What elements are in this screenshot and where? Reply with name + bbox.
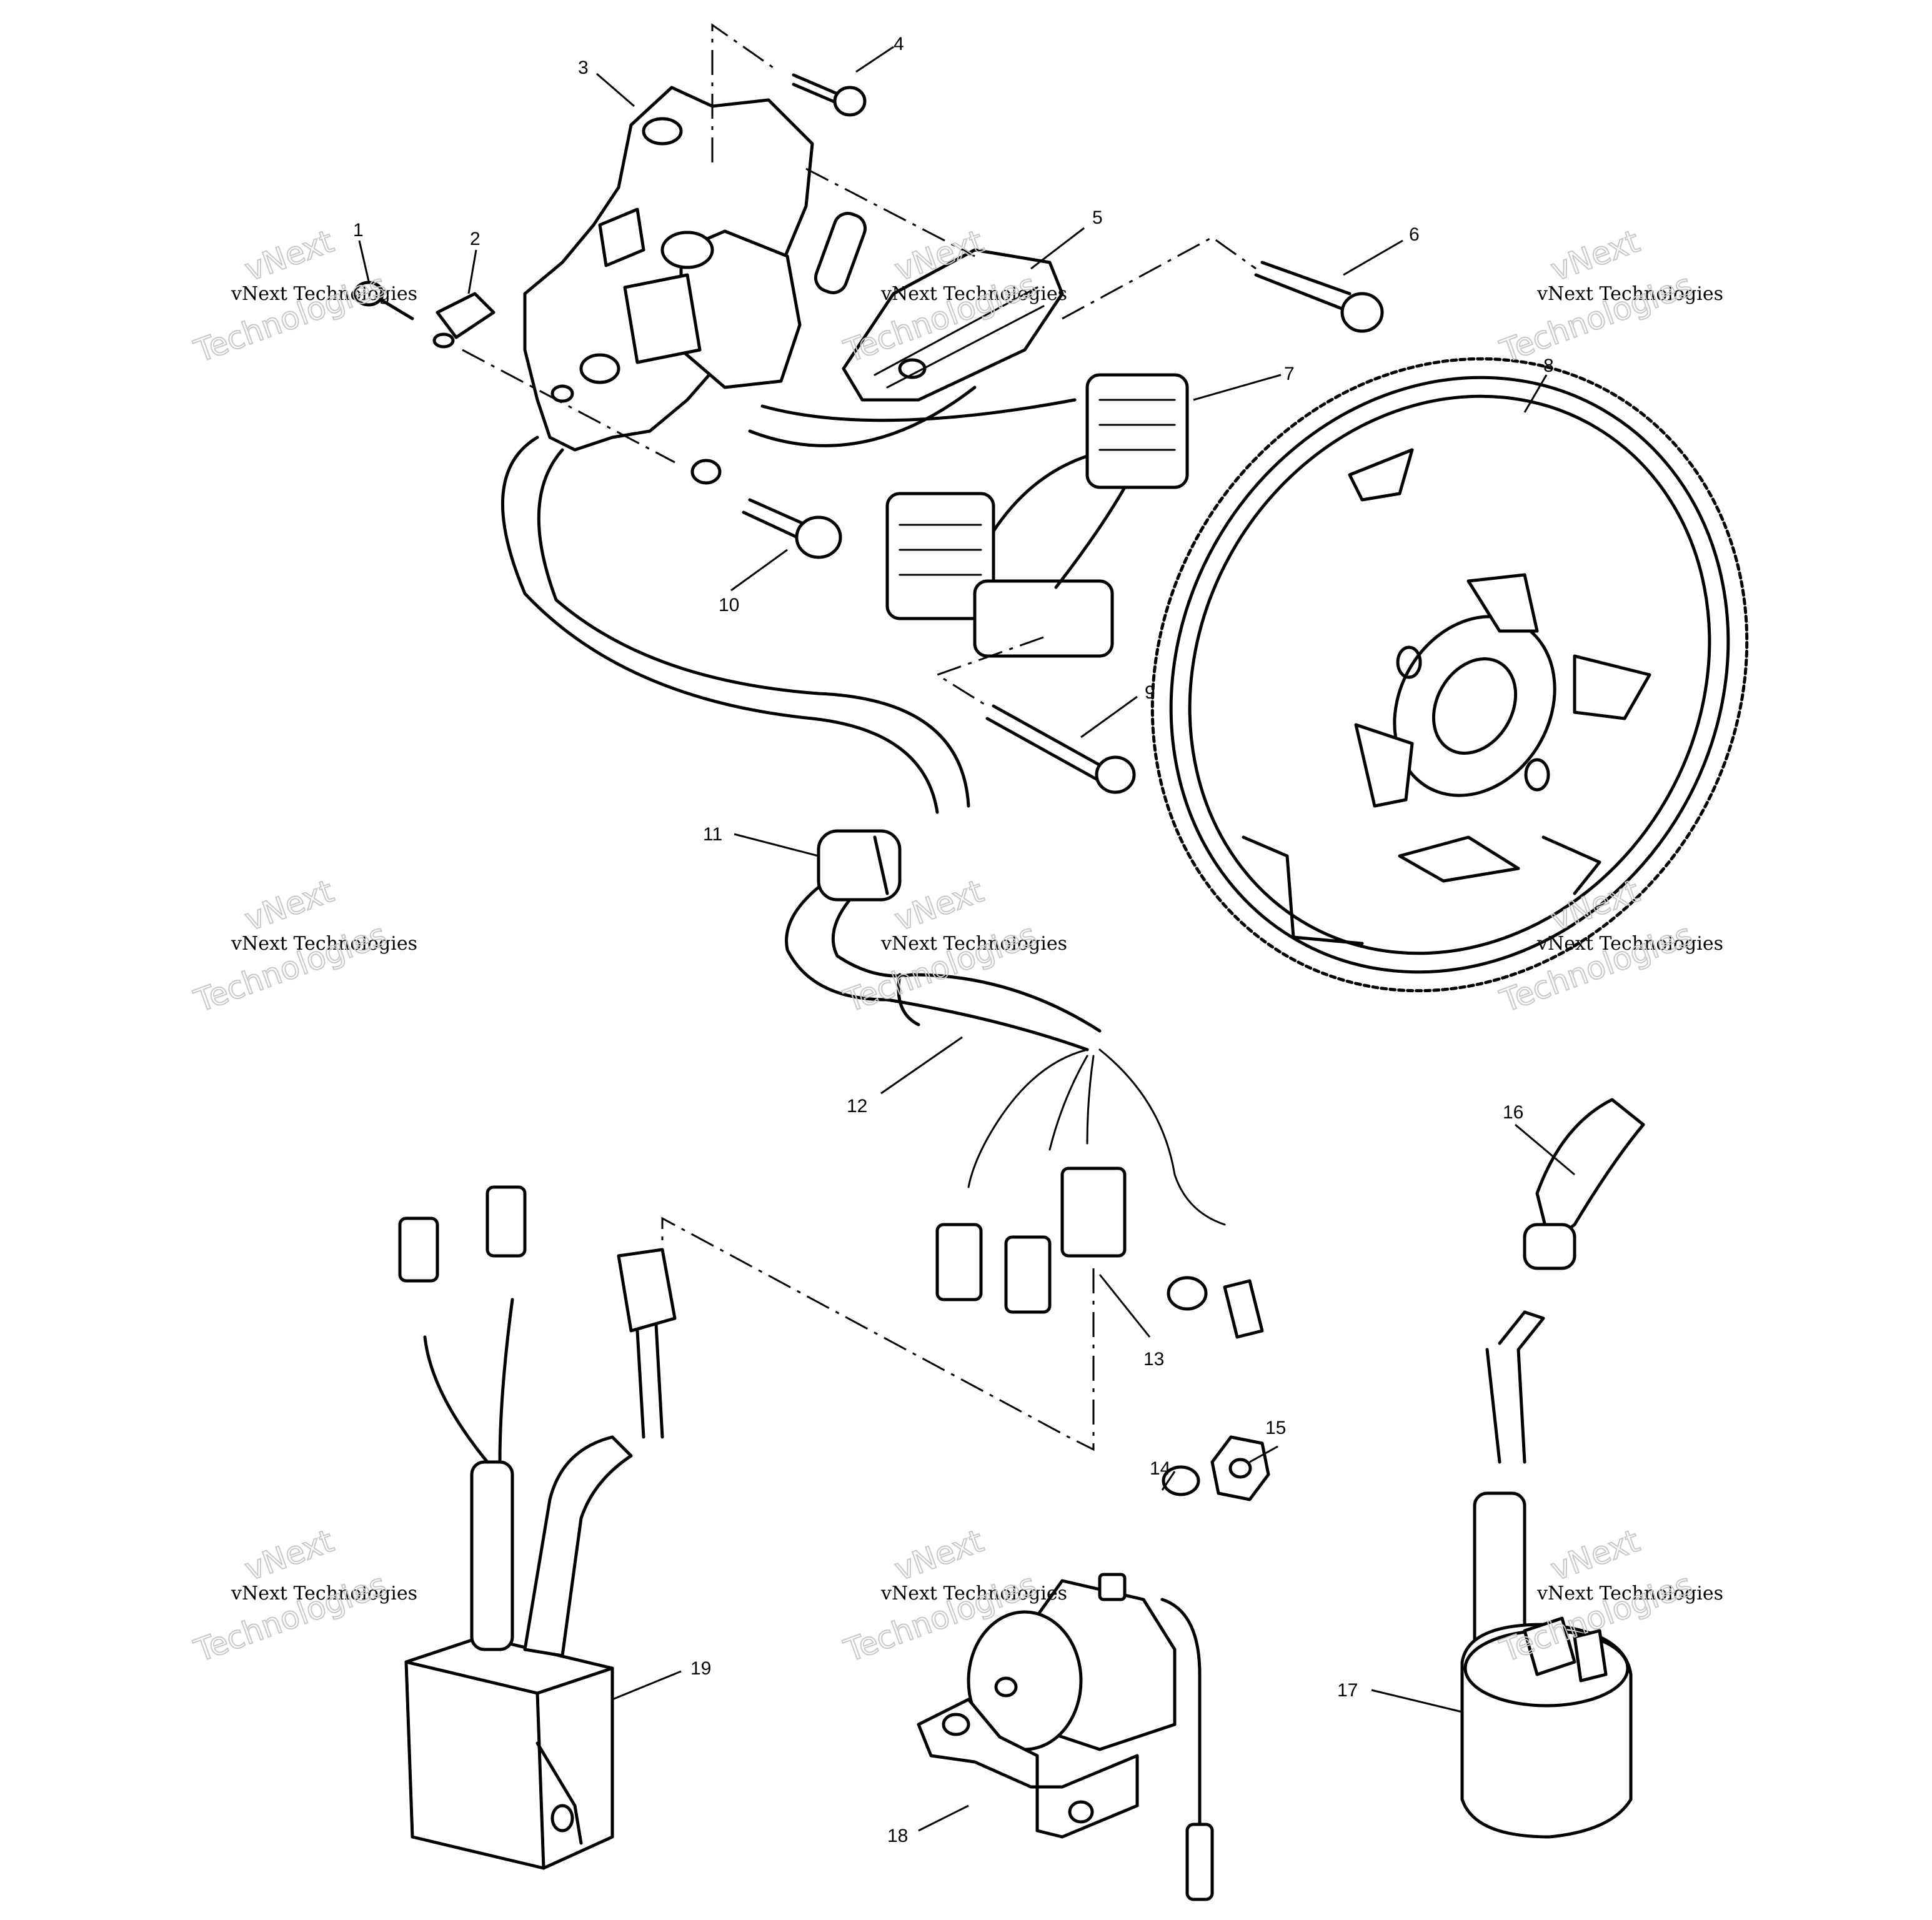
callout-15: 15 [1265, 1418, 1286, 1438]
callout-7: 7 [1284, 364, 1295, 384]
watermark-1: vNext vNext Technologies Technologies [189, 222, 417, 371]
screw-6 [1254, 261, 1384, 333]
screw-1 [353, 281, 414, 321]
ring-terminal-stator [690, 459, 722, 485]
watermark-1-company: vNext Technologies [231, 283, 417, 305]
watermark-9-company: vNext Technologies [1536, 1583, 1723, 1604]
watermark-4: vNext vNext Technologies Technologies [189, 872, 417, 1020]
watermark-5-brand: vNext [890, 873, 988, 938]
stator-wiring [500, 385, 1077, 814]
watermark-6-company: vNext Technologies [1536, 933, 1723, 955]
leader-lines [358, 46, 1575, 1832]
cdi-box [398, 1185, 677, 1870]
watermark-6-brand: vNext [1546, 873, 1644, 938]
nut [1210, 1435, 1270, 1501]
callout-11: 11 [703, 824, 722, 845]
grommet [817, 829, 902, 902]
callout-6: 6 [1409, 224, 1420, 245]
callout-4: 4 [894, 34, 904, 54]
harness-terminals [935, 1166, 1264, 1339]
watermark-7-brand: vNext [240, 1523, 338, 1588]
wire-harness [785, 885, 1226, 1226]
callout-17: 17 [1337, 1680, 1358, 1701]
watermark-1-word: Technologies [189, 267, 391, 370]
stator-plate [523, 86, 867, 452]
lock-washer [1162, 1465, 1200, 1496]
screw-10 [742, 498, 842, 559]
callout-9: 9 [1145, 682, 1155, 703]
screw-4 [792, 73, 867, 117]
watermark-3: vNext vNext Technologies Technologies [1495, 222, 1723, 371]
watermark-7: vNext vNext Technologies Technologies [189, 1522, 417, 1670]
ignition-coil [1460, 1491, 1633, 1839]
washer-2 [432, 292, 495, 349]
flywheel [1150, 357, 1749, 993]
callout-19: 19 [690, 1658, 711, 1679]
watermark-8-company: vNext Technologies [880, 1583, 1067, 1604]
watermark-2-company: vNext Technologies [880, 283, 1067, 305]
callout-12: 12 [847, 1096, 867, 1117]
watermark-4-word: Technologies [189, 917, 391, 1020]
spark-plug-cap [1485, 1098, 1645, 1464]
callout-10: 10 [719, 595, 739, 615]
callout-3: 3 [578, 57, 589, 78]
exciter-coils [885, 373, 1189, 658]
callout-14: 14 [1150, 1458, 1170, 1479]
watermark-6: vNext vNext Technologies Technologies [1495, 872, 1723, 1020]
callout-2: 2 [470, 229, 481, 249]
screw-9 [985, 704, 1136, 794]
callout-8: 8 [1543, 356, 1554, 376]
lighting-coil [842, 248, 1064, 402]
callout-18: 18 [887, 1826, 908, 1846]
watermark-8-brand: vNext [890, 1523, 988, 1588]
watermark-3-brand: vNext [1546, 223, 1644, 288]
watermark-9-brand: vNext [1546, 1523, 1644, 1588]
watermark-1-brand: vNext [240, 223, 338, 288]
watermark-3-word: Technologies [1495, 267, 1697, 370]
callout-1: 1 [353, 220, 364, 241]
watermark-4-company: vNext Technologies [231, 933, 417, 955]
watermark-7-word: Technologies [189, 1566, 391, 1669]
watermark-4-brand: vNext [240, 873, 338, 938]
assembly-lines [462, 23, 1257, 1451]
callout-labels: 1 2 3 4 5 6 7 8 9 10 11 12 13 14 15 16 1… [353, 34, 1554, 1846]
callout-13: 13 [1143, 1349, 1164, 1370]
callout-5: 5 [1092, 207, 1103, 228]
watermark-3-company: vNext Technologies [1536, 283, 1723, 305]
watermark-5-word: Technologies [839, 917, 1041, 1020]
starter-solenoid [917, 1573, 1214, 1901]
watermark-7-company: vNext Technologies [231, 1583, 417, 1604]
watermark-5-company: vNext Technologies [880, 933, 1067, 955]
callout-16: 16 [1503, 1102, 1523, 1123]
pickup-coil [598, 207, 802, 389]
